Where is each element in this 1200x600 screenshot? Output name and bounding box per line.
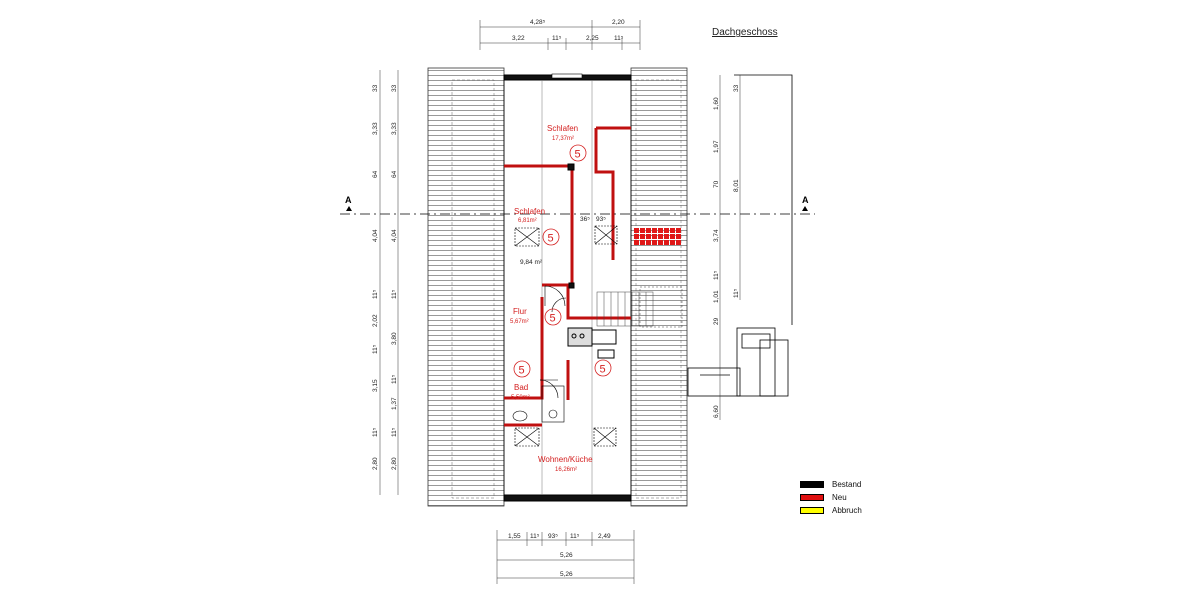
dim-top-11-5-a: 11⁵ — [552, 35, 562, 42]
room-badge-4 — [513, 360, 531, 378]
svg-text:1,37: 1,37 — [391, 397, 398, 410]
room-badge-1 — [569, 144, 587, 162]
label-dim-36: 36⁵ — [580, 216, 590, 223]
svg-text:5: 5 — [600, 364, 606, 376]
dim-bottom-2-49: 2,49 — [598, 533, 611, 540]
legend: Bestand Neu Abbruch — [800, 478, 862, 517]
label-dim-93: 93⁵ — [596, 216, 606, 223]
dim-top-11-5-b: 11⁵ — [614, 35, 624, 42]
legend-item-neu: Neu — [800, 491, 862, 504]
dim-top-4-28: 4,28⁵ — [530, 19, 546, 26]
legend-swatch-bestand — [800, 481, 824, 488]
svg-text:11⁵: 11⁵ — [713, 270, 720, 280]
room-labels: Schlafen 17,37m² 5 Schlafen 6,81m² 5 9,8… — [510, 124, 612, 473]
svg-text:64: 64 — [391, 170, 398, 178]
dim-top-3-22: 3,22 — [512, 35, 525, 42]
svg-text:29: 29 — [713, 317, 720, 325]
roof-slopes — [427, 67, 688, 507]
room-schlafen-small-area: 6,81m² — [518, 218, 537, 224]
dims-right-outer: 33 8,01 11⁵ — [733, 84, 740, 298]
room-wohnen-area: 16,26m² — [555, 467, 577, 473]
svg-text:11⁵: 11⁵ — [372, 427, 379, 437]
svg-text:64: 64 — [372, 170, 379, 178]
legend-label-abbruch: Abbruch — [832, 506, 862, 515]
legend-label-bestand: Bestand — [832, 480, 862, 489]
legend-swatch-neu — [800, 494, 824, 501]
staircase — [596, 286, 683, 328]
doors — [539, 285, 567, 399]
dim-bottom-93-5: 93⁵ — [548, 533, 558, 540]
svg-text:5: 5 — [548, 233, 554, 245]
legend-item-bestand: Bestand — [800, 478, 862, 491]
svg-text:5: 5 — [519, 365, 525, 377]
svg-text:11⁵: 11⁵ — [391, 427, 398, 437]
dims-right-inner: 1,60 1,97 70 3,74 11⁵ 1,01 29 6,60 — [713, 97, 720, 418]
svg-text:3,80: 3,80 — [391, 332, 398, 345]
bathroom-fixtures — [512, 385, 565, 423]
room-schlafen-large-area: 17,37m² — [552, 136, 574, 142]
dim-top-2-25: 2,25 — [586, 35, 599, 42]
svg-text:3,33: 3,33 — [391, 122, 398, 135]
svg-text:33: 33 — [391, 84, 398, 92]
label-area-mid: 9,84 m² — [520, 259, 543, 266]
gable-wall-bottom — [503, 494, 632, 502]
svg-text:3,74: 3,74 — [713, 229, 720, 242]
svg-text:4,04: 4,04 — [372, 229, 379, 242]
dimension-lines — [379, 20, 741, 584]
dim-bottom-5-26-a: 5,26 — [560, 552, 573, 559]
svg-text:5: 5 — [550, 313, 556, 325]
svg-text:70: 70 — [713, 180, 720, 188]
legend-label-neu: Neu — [832, 493, 847, 502]
roof-slope-left — [427, 67, 505, 507]
room-schlafen-small-name: Schlafen — [514, 207, 545, 216]
roof-slope-right — [630, 67, 688, 507]
room-badge-2 — [542, 228, 560, 246]
legend-swatch-abbruch — [800, 507, 824, 514]
dim-bottom-11-5-b: 11⁵ — [570, 533, 580, 540]
svg-text:33: 33 — [733, 84, 740, 92]
svg-text:11⁵: 11⁵ — [372, 344, 379, 354]
solar-panels — [634, 228, 681, 245]
dim-bottom-11-5-a: 11⁵ — [530, 533, 540, 540]
annex-building — [687, 74, 793, 397]
dims-left-inner: 33 3,33 64 4,04 11⁵ 3,80 11⁵ 1,37 11⁵ 2,… — [391, 84, 398, 470]
svg-text:11⁵: 11⁵ — [733, 288, 740, 298]
section-line: A A — [340, 195, 815, 215]
room-schlafen-large-name: Schlafen — [547, 124, 578, 133]
svg-text:33: 33 — [372, 84, 379, 92]
svg-text:11⁵: 11⁵ — [391, 289, 398, 299]
svg-text:4,04: 4,04 — [391, 229, 398, 242]
svg-text:3,33: 3,33 — [372, 122, 379, 135]
room-badge-extra — [594, 359, 612, 377]
svg-text:11⁵: 11⁵ — [391, 374, 398, 384]
dim-top-2-20: 2,20 — [612, 19, 625, 26]
dim-bottom-1-55: 1,55 — [508, 533, 521, 540]
svg-text:1,01: 1,01 — [713, 290, 720, 303]
svg-text:11⁵: 11⁵ — [372, 289, 379, 299]
room-flur-name: Flur — [513, 307, 527, 316]
legend-item-abbruch: Abbruch — [800, 504, 862, 517]
room-badge-3 — [544, 308, 562, 326]
dims-left-outer: 33 3,33 64 4,04 11⁵ 2,02 11⁵ 3,15 11⁵ 2,… — [372, 84, 379, 470]
svg-text:1,97: 1,97 — [713, 140, 720, 153]
room-flur-area: 5,67m² — [510, 319, 529, 325]
svg-text:2,80: 2,80 — [391, 457, 398, 470]
svg-text:6,60: 6,60 — [713, 405, 720, 418]
dim-bottom-5-26-b: 5,26 — [560, 571, 573, 578]
room-wohnen-name: Wohnen/Küche — [538, 455, 593, 464]
room-bad-area: 5,50m² — [511, 395, 530, 401]
svg-text:1,60: 1,60 — [713, 97, 720, 110]
section-marker-left: A — [345, 195, 352, 205]
new-walls — [504, 126, 631, 427]
svg-text:3,15: 3,15 — [372, 379, 379, 392]
svg-text:5: 5 — [575, 149, 581, 161]
svg-text:8,01: 8,01 — [733, 179, 740, 192]
svg-text:2,02: 2,02 — [372, 314, 379, 327]
skylights — [514, 225, 618, 447]
section-marker-right: A — [802, 195, 809, 205]
sheet-title: Dachgeschoss — [712, 27, 778, 38]
room-bad-name: Bad — [514, 383, 528, 392]
svg-text:2,80: 2,80 — [372, 457, 379, 470]
